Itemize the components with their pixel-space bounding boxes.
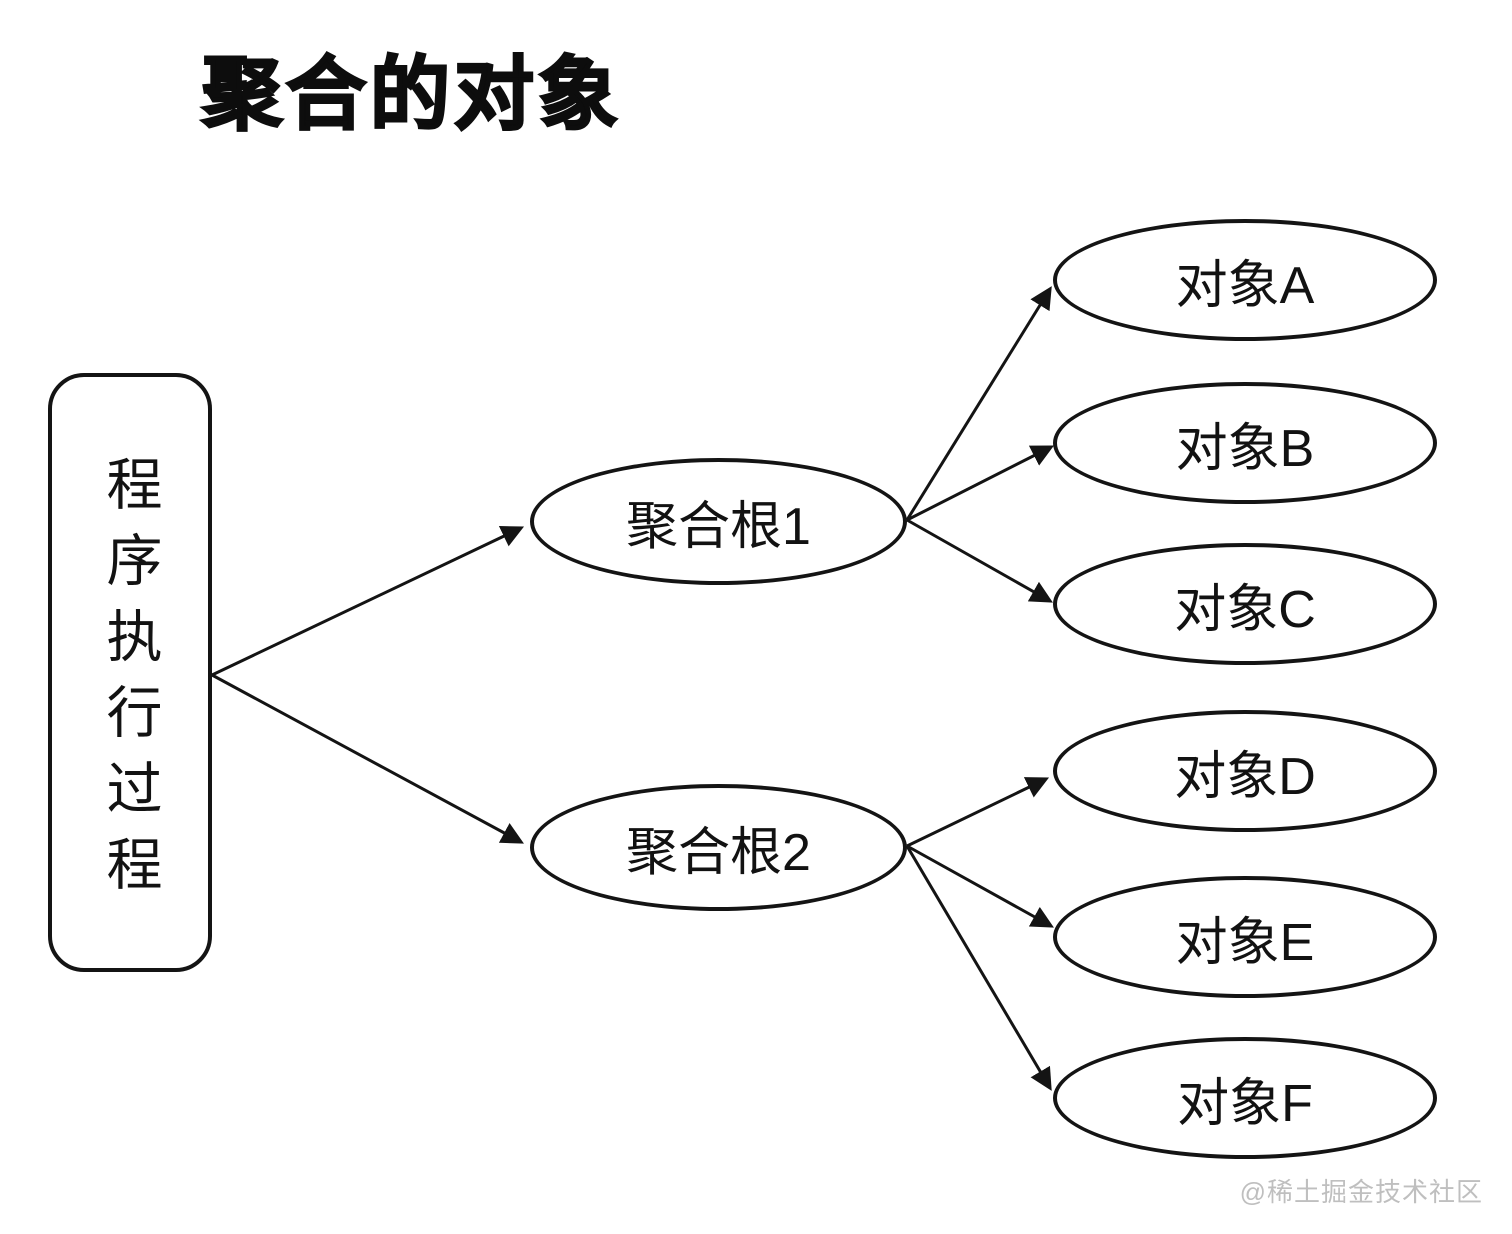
- node-aggregate-root-1: 聚合根1: [530, 458, 907, 585]
- edge-agg2-to-objE: [906, 844, 1054, 928]
- watermark: @稀土掘金技术社区: [1239, 1177, 1483, 1207]
- node-aggregate-root-2: 聚合根2: [530, 784, 907, 911]
- node-label: 对象D: [1174, 747, 1316, 806]
- node-label: 聚合根1: [626, 498, 811, 556]
- node-object-d: 对象D: [1053, 710, 1437, 832]
- node-program-execution-process: 程序执行过程: [48, 373, 212, 972]
- edge-agg2-to-objF: [905, 845, 1052, 1091]
- node-object-a: 对象A: [1053, 219, 1437, 341]
- node-label: 程序执行过程: [99, 454, 162, 911]
- node-label: 对象F: [1177, 1074, 1313, 1133]
- node-object-b: 对象B: [1053, 382, 1437, 504]
- page-title: 聚合的对象: [201, 49, 622, 141]
- node-label: 对象B: [1175, 419, 1315, 478]
- edge-root-to-agg1: [211, 526, 525, 677]
- node-object-f: 对象F: [1053, 1037, 1437, 1159]
- node-label: 对象C: [1174, 580, 1316, 639]
- edge-agg1-to-objA: [905, 286, 1052, 521]
- node-label: 聚合根2: [626, 824, 811, 882]
- edge-root-to-agg2: [211, 673, 524, 844]
- edge-agg2-to-objD: [906, 777, 1050, 848]
- edge-agg1-to-objC: [906, 518, 1053, 603]
- node-label: 对象A: [1175, 256, 1315, 315]
- node-label: 对象E: [1175, 913, 1315, 972]
- node-object-c: 对象C: [1053, 543, 1437, 665]
- edge-agg1-to-objB: [906, 445, 1055, 522]
- node-object-e: 对象E: [1053, 876, 1437, 998]
